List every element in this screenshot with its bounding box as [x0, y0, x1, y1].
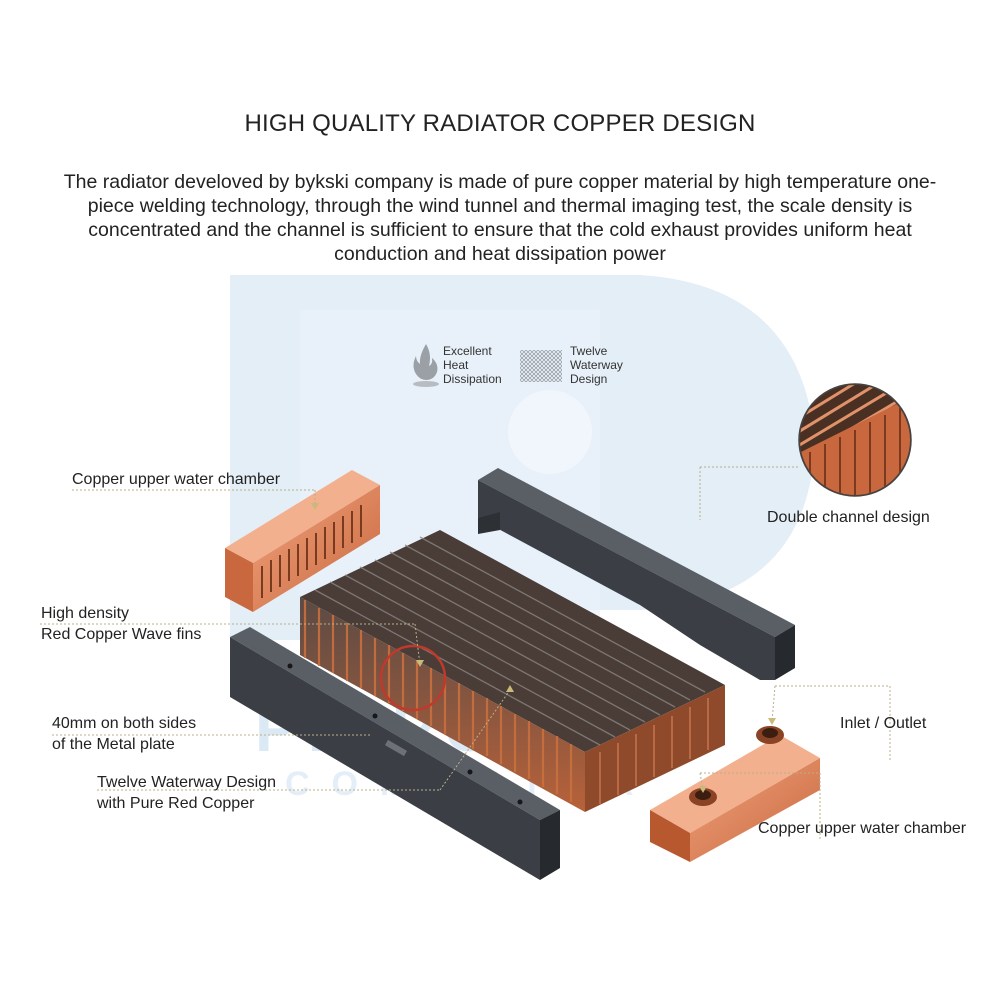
label-double-channel: Double channel design [767, 509, 930, 526]
label-plate-line1: 40mm on both sides [52, 715, 197, 732]
label-copper-upper-left: Copper upper water chamber [72, 471, 281, 488]
label-fins: High density Red Copper Wave fins [41, 603, 201, 645]
label-copper-upper-right: Copper upper water chamber [758, 820, 967, 837]
label-waterway-line2: with Pure Red Copper [97, 795, 255, 812]
page-description: The radiator develoved by bykski company… [63, 171, 937, 265]
leader-arrows [311, 503, 776, 793]
label-inlet-outlet: Inlet / Outlet [840, 715, 927, 732]
copper-chamber-left [225, 470, 380, 612]
double-channel-zoom [798, 383, 912, 497]
label-twelve-waterway: Twelve Waterway Design with Pure Red Cop… [97, 772, 276, 814]
feature-waterway-line3: Design [570, 372, 608, 386]
feature-twelve-waterway: Twelve Waterway Design [520, 342, 640, 388]
copper-fin-block [300, 530, 725, 812]
feature-heat-line1: Excellent [443, 344, 492, 358]
feature-heat-line2: Heat [443, 358, 469, 372]
label-fins-line1: High density [41, 605, 130, 622]
copper-chamber-right [650, 726, 820, 862]
feature-waterway-line2: Waterway [570, 358, 623, 372]
flame-icon [413, 344, 439, 387]
label-metal-plate: 40mm on both sides of the Metal plate [52, 713, 196, 755]
waterway-pattern-icon [520, 350, 562, 382]
highlight-circle [379, 644, 447, 712]
metal-plate-back [478, 468, 795, 680]
feature-heat-line3: Dissipation [443, 372, 502, 386]
metal-plate-front [230, 627, 560, 880]
feature-heat-dissipation: Excellent Heat Dissipation [410, 342, 520, 388]
label-plate-line2: of the Metal plate [52, 736, 175, 753]
leader-lines [40, 466, 891, 840]
feature-waterway-line1: Twelve [570, 344, 608, 358]
label-fins-line2: Red Copper Wave fins [41, 626, 202, 643]
page-title: HIGH QUALITY RADIATOR COPPER DESIGN [244, 110, 756, 137]
label-waterway-line1: Twelve Waterway Design [97, 774, 277, 791]
